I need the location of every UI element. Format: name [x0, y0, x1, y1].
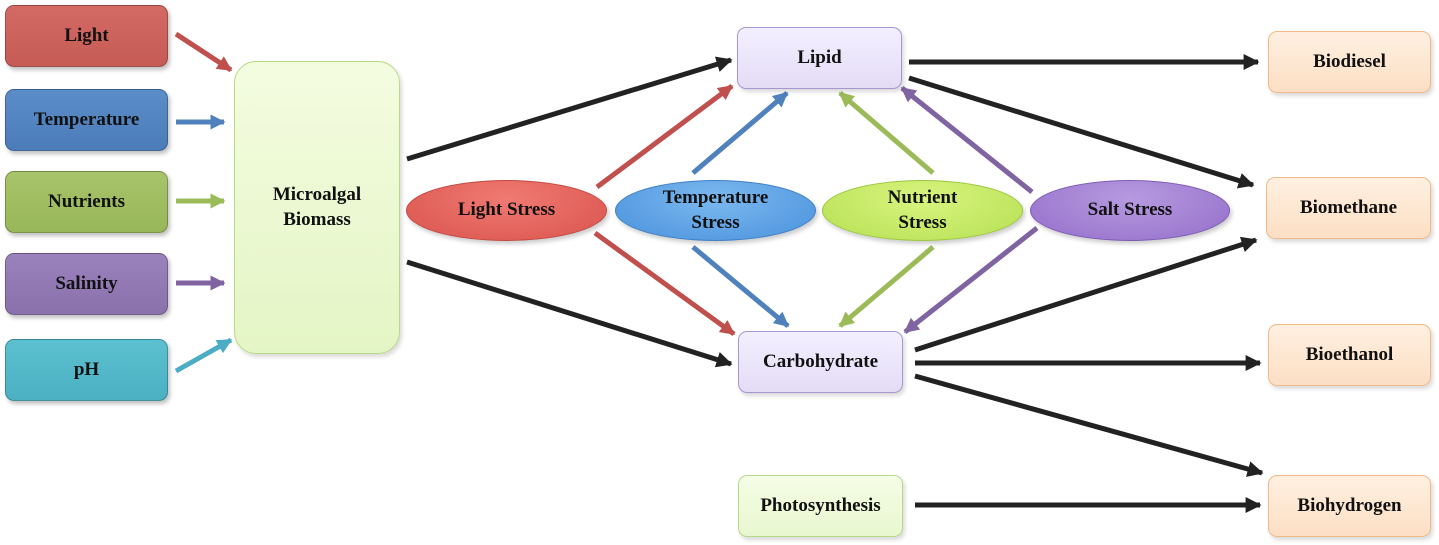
biomass-label-line1: Microalgal [272, 183, 362, 205]
arrow-nutrient-stress-to-lipid [838, 91, 935, 175]
arrow-salt-stress-to-carbohydrate [903, 226, 1039, 334]
lipid-label: Lipid [797, 46, 842, 68]
factor-salinity-label: Salinity [55, 272, 118, 294]
arrow-carbohydrate-to-biomethane [914, 236, 1258, 353]
arrow-light-stress-to-carbohydrate [593, 230, 736, 337]
temperature-stress-ellipse: Temperature Stress [615, 180, 816, 241]
arrow-lipid-to-biomethane [908, 75, 1255, 189]
arrow-biomass-to-carbohydrate [406, 259, 733, 368]
product-biohydrogen: Biohydrogen [1268, 475, 1431, 537]
temperature-stress-label-line2: Stress [691, 211, 740, 233]
arrow-light-stress-to-lipid [595, 83, 734, 190]
product-biodiesel: Biodiesel [1268, 31, 1431, 93]
arrow-light-to-biomass [174, 31, 233, 73]
light-stress-label: Light Stress [457, 199, 556, 221]
photosynthesis-box: Photosynthesis [738, 475, 903, 537]
arrow-carbohydrate-to-biohydrogen [914, 373, 1264, 477]
salt-stress-label: Salt Stress [1087, 199, 1173, 221]
nutrient-stress-label-line1: Nutrient [887, 186, 958, 208]
factor-ph: pH [5, 339, 168, 401]
factor-light-label: Light [64, 24, 109, 46]
product-bioethanol: Bioethanol [1268, 324, 1431, 386]
carbohydrate-label: Carbohydrate [762, 350, 879, 372]
factor-nutrients: Nutrients [5, 171, 168, 233]
factor-ph-label: pH [73, 358, 100, 380]
salt-stress-ellipse: Salt Stress [1030, 180, 1230, 241]
arrow-biomass-to-lipid [406, 56, 733, 162]
microalgal-biomass-box: Microalgal Biomass [234, 61, 400, 354]
arrow-temperature-stress-to-carbohydrate [691, 245, 790, 328]
factor-temperature-label: Temperature [33, 108, 140, 130]
product-biomethane: Biomethane [1266, 177, 1431, 239]
factor-nutrients-label: Nutrients [47, 190, 126, 212]
factor-salinity: Salinity [5, 253, 168, 315]
product-biohydrogen-label: Biohydrogen [1297, 494, 1402, 516]
arrow-salt-stress-to-lipid [900, 86, 1034, 194]
product-bioethanol-label: Bioethanol [1305, 343, 1394, 365]
arrow-nutrient-stress-to-carbohydrate [838, 245, 935, 328]
factor-temperature: Temperature [5, 89, 168, 151]
arrow-temperature-stress-to-lipid [691, 91, 789, 175]
product-biodiesel-label: Biodiesel [1313, 50, 1386, 72]
carbohydrate-box: Carbohydrate [738, 331, 903, 393]
light-stress-ellipse: Light Stress [406, 180, 607, 241]
lipid-box: Lipid [737, 27, 902, 89]
factor-light: Light [5, 5, 168, 67]
biomass-label-line2: Biomass [283, 208, 351, 230]
nutrient-stress-ellipse: Nutrient Stress [822, 180, 1023, 241]
photosynthesis-label: Photosynthesis [760, 494, 881, 516]
temperature-stress-label-line1: Temperature [662, 186, 769, 208]
nutrient-stress-label-line2: Stress [898, 211, 947, 233]
product-biomethane-label: Biomethane [1299, 196, 1398, 218]
arrow-ph-to-biomass [174, 337, 233, 374]
